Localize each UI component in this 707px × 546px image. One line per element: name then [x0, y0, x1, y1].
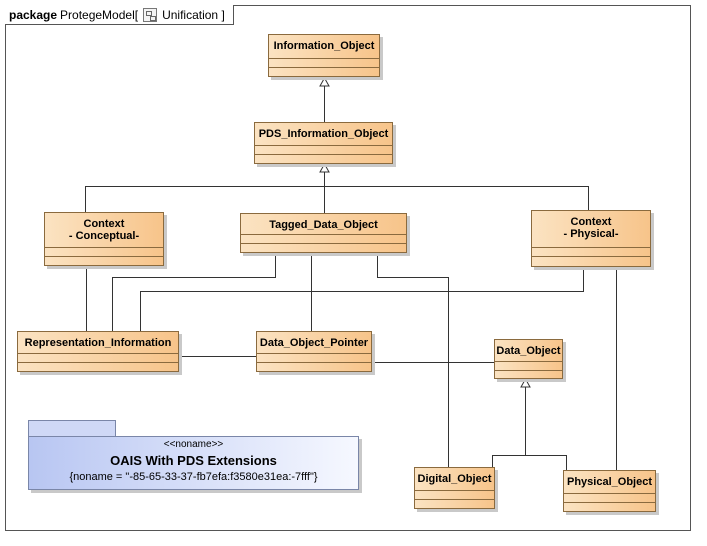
class-name: Representation_Information — [24, 337, 172, 349]
generalization-arrowhead-data-object — [520, 377, 531, 388]
operation-compartment — [269, 67, 379, 68]
operation-compartment — [18, 362, 178, 363]
attribute-compartment — [255, 145, 392, 146]
class-name: Physical_Object — [567, 476, 652, 488]
assoc-tagged-digital — [377, 253, 449, 467]
operation-compartment — [415, 499, 494, 500]
note-tagged-value: {noname = "-85-65-33-37-fb7efa:f3580e31e… — [69, 471, 318, 483]
note-tab — [28, 420, 116, 437]
generalization-data-object-bar — [492, 455, 567, 470]
class-name: Context - Physical- — [563, 216, 619, 240]
operation-compartment — [532, 256, 650, 257]
class-tagged-data-object[interactable]: Tagged_Data_Object — [240, 213, 407, 253]
note-stereotype: <<noname>> — [163, 439, 224, 450]
attribute-compartment — [257, 353, 371, 354]
operation-compartment — [45, 256, 163, 257]
attribute-compartment — [45, 247, 163, 248]
class-name: Information_Object — [273, 40, 375, 52]
package-frame — [5, 5, 691, 531]
package-frame-tab: package ProtegeModel[ Unification ] — [5, 5, 234, 25]
class-representation-information[interactable]: Representation_Information — [17, 331, 179, 372]
attribute-compartment — [269, 58, 379, 59]
attribute-compartment — [241, 234, 406, 235]
attribute-compartment — [415, 490, 494, 491]
class-data-object-pointer[interactable]: Data_Object_Pointer — [256, 331, 372, 372]
generalization-arrowhead-information — [319, 76, 330, 87]
assoc-context-physical-representation — [140, 268, 584, 331]
class-pds-information-object[interactable]: PDS_Information_Object — [254, 122, 393, 164]
class-digital-object[interactable]: Digital_Object — [414, 467, 495, 509]
class-name: Data_Object — [496, 345, 561, 357]
attribute-compartment — [532, 247, 650, 248]
class-name: Context - Conceptual- — [68, 218, 140, 242]
class-name: Digital_Object — [417, 473, 492, 485]
package-name: ProtegeModel[ — [60, 7, 139, 22]
note-body: <<noname>> OAIS With PDS Extensions {non… — [28, 436, 359, 490]
operation-compartment — [564, 502, 655, 503]
class-physical-object[interactable]: Physical_Object — [563, 470, 656, 512]
operation-compartment — [257, 362, 371, 363]
class-name: Data_Object_Pointer — [259, 337, 369, 349]
class-name: Tagged_Data_Object — [269, 219, 378, 231]
attribute-compartment — [18, 353, 178, 354]
assoc-tagged-representation — [112, 253, 276, 331]
generalization-arrowhead-pds — [319, 162, 330, 173]
class-information-object[interactable]: Information_Object — [268, 34, 380, 77]
class-name: PDS_Information_Object — [258, 128, 389, 140]
package-keyword: package — [9, 7, 58, 22]
operation-compartment — [241, 243, 406, 244]
class-data-object[interactable]: Data_Object — [494, 339, 563, 379]
class-context-conceptual[interactable]: Context - Conceptual- — [44, 212, 164, 266]
diagram-icon — [143, 7, 158, 22]
diagram-name: Unification ] — [162, 7, 225, 22]
operation-compartment — [495, 370, 562, 371]
package-note[interactable]: <<noname>> OAIS With PDS Extensions {non… — [28, 420, 359, 490]
operation-compartment — [255, 154, 392, 155]
class-context-physical[interactable]: Context - Physical- — [531, 210, 651, 267]
note-title: OAIS With PDS Extensions — [110, 453, 277, 468]
attribute-compartment — [564, 493, 655, 494]
attribute-compartment — [495, 361, 562, 362]
